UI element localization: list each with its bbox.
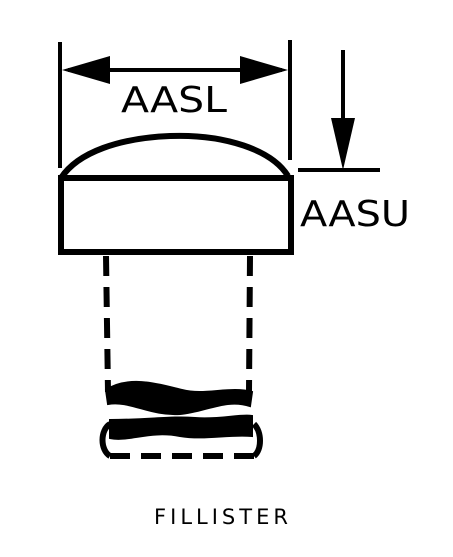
width-dimension-label: AASL — [121, 80, 227, 121]
screw-head-cylinder — [58, 175, 294, 255]
width-arrowhead-right — [240, 56, 288, 84]
height-dimension — [298, 50, 380, 172]
diagram-caption: FILLISTER — [154, 505, 292, 529]
width-arrowhead-left — [62, 56, 110, 84]
height-arrowhead — [331, 118, 355, 170]
shank-right-edge — [246, 255, 253, 393]
screw-head-dome — [58, 132, 291, 180]
width-dimension — [58, 40, 292, 168]
break-upper-band — [104, 380, 254, 416]
screw-head — [58, 132, 294, 255]
shank-bottom-right-curve — [251, 421, 263, 459]
shank-bottom-left-curve — [99, 421, 112, 459]
screw-shank — [103, 255, 253, 393]
shank-break-symbol — [104, 380, 254, 440]
height-dimension-label: AASU — [300, 194, 410, 235]
shank-left-edge — [103, 255, 111, 393]
break-lower-band — [109, 414, 253, 440]
shank-bottom — [99, 421, 263, 459]
